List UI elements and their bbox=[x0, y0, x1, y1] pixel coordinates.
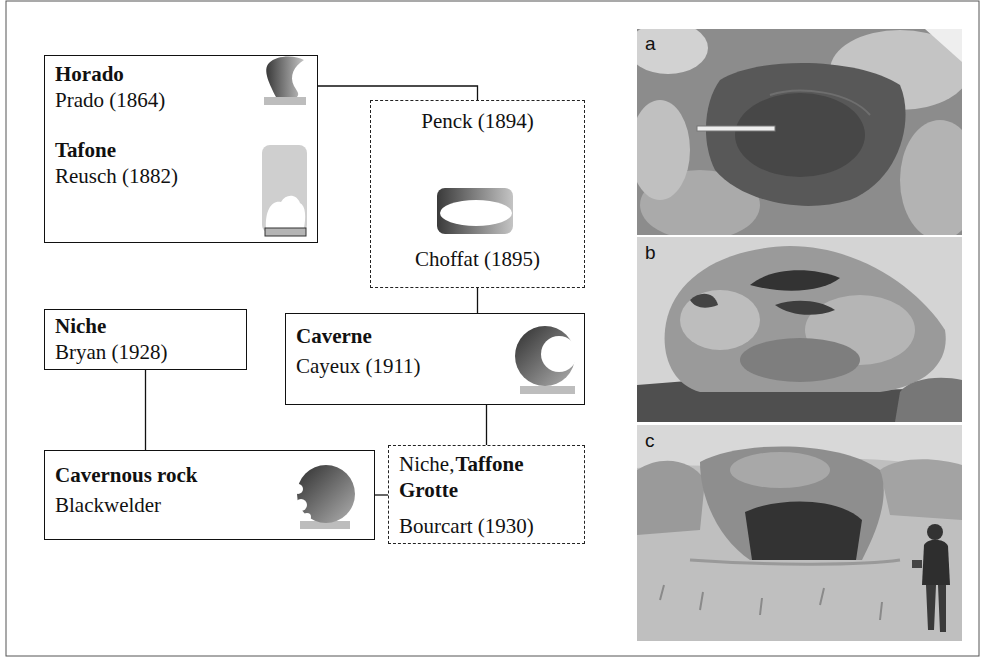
connector-line bbox=[477, 288, 478, 313]
author-year: Niche, bbox=[399, 452, 454, 476]
grass bbox=[637, 425, 962, 641]
author-year: Reusch (1882) bbox=[55, 164, 178, 188]
boulder bbox=[637, 461, 705, 535]
author-year: Blackwelder bbox=[55, 493, 161, 517]
rock-shape bbox=[266, 57, 304, 97]
rock-patch bbox=[637, 29, 708, 74]
rock-shape bbox=[297, 465, 355, 523]
author-year: Bourcart (1930) bbox=[399, 514, 534, 538]
rock-patch bbox=[900, 120, 962, 235]
cavity-shape bbox=[440, 200, 512, 226]
term-name: Grotte bbox=[399, 478, 458, 502]
cavity-shape bbox=[295, 499, 307, 511]
outer-frame bbox=[6, 1, 979, 656]
cavity bbox=[735, 93, 865, 177]
cavity-shape bbox=[541, 336, 577, 372]
scale-bar bbox=[697, 126, 775, 131]
connector-line bbox=[145, 370, 146, 450]
sky bbox=[637, 237, 962, 422]
term-name: Tafone bbox=[55, 138, 116, 162]
person bbox=[912, 560, 922, 568]
author-year: Choffat (1895) bbox=[415, 247, 540, 271]
term-box: HoradoPrado (1864) TafoneReusch (1882) bbox=[44, 55, 318, 243]
term-box: CaverneCayeux (1911) bbox=[285, 313, 585, 405]
cavity-shape bbox=[266, 196, 305, 228]
boulder bbox=[700, 446, 884, 560]
term-name: Cavernous rock bbox=[55, 463, 198, 487]
crack bbox=[770, 91, 870, 115]
boulder bbox=[880, 459, 962, 520]
term-name: Niche bbox=[55, 314, 106, 338]
rock-patch bbox=[740, 338, 860, 382]
author-box: Penck (1894) Choffat (1895) bbox=[370, 100, 585, 288]
term-name: Caverne bbox=[296, 324, 372, 348]
person bbox=[922, 540, 950, 585]
base-bar bbox=[520, 386, 575, 394]
cavity bbox=[750, 270, 840, 290]
rock-shape bbox=[437, 188, 513, 234]
term-name: Taffone bbox=[455, 452, 523, 476]
term-box: Cavernous rockBlackwelder bbox=[44, 450, 375, 540]
rock-shape bbox=[262, 145, 307, 233]
author-year: Cayeux (1911) bbox=[296, 354, 421, 378]
person bbox=[927, 524, 943, 540]
base-bar bbox=[265, 228, 306, 236]
cavity-shape bbox=[303, 513, 311, 521]
sky bbox=[925, 29, 962, 62]
photo-c bbox=[637, 425, 962, 641]
connector-line bbox=[318, 86, 478, 100]
rock-patch bbox=[680, 290, 760, 350]
boulder bbox=[665, 246, 946, 392]
term-name: Horado bbox=[55, 62, 124, 86]
cavity bbox=[775, 301, 835, 315]
tafone-icon bbox=[262, 145, 307, 236]
panel-letter: c bbox=[642, 430, 658, 451]
person bbox=[926, 585, 946, 632]
author-year: Penck (1894) bbox=[421, 109, 534, 133]
connector-line bbox=[375, 494, 388, 495]
rock-patch bbox=[730, 452, 830, 488]
term-box: NicheBryan (1928) bbox=[44, 309, 247, 370]
photo-b bbox=[637, 237, 962, 422]
connector-line bbox=[486, 405, 487, 445]
base-bar bbox=[264, 97, 306, 105]
penck-icon bbox=[437, 188, 513, 234]
author-year: Bryan (1928) bbox=[55, 340, 168, 364]
rock-patch bbox=[637, 100, 690, 200]
caverne-icon bbox=[515, 326, 577, 394]
rock bbox=[895, 378, 962, 422]
cavity-shape bbox=[293, 484, 303, 494]
author-year: Prado (1864) bbox=[55, 88, 165, 112]
cavity bbox=[706, 63, 906, 206]
horado-icon bbox=[264, 57, 306, 105]
photo-a bbox=[637, 29, 962, 235]
cavernous-rock-icon bbox=[293, 465, 355, 529]
grass-line bbox=[690, 560, 900, 564]
cavity bbox=[745, 502, 862, 560]
panel-letter: a bbox=[642, 33, 659, 54]
panel-letter: b bbox=[642, 242, 659, 263]
term-box: Niche,TaffoneGrotteBourcart (1930) bbox=[388, 445, 585, 544]
grass-line bbox=[660, 585, 882, 620]
cavity bbox=[690, 294, 718, 308]
